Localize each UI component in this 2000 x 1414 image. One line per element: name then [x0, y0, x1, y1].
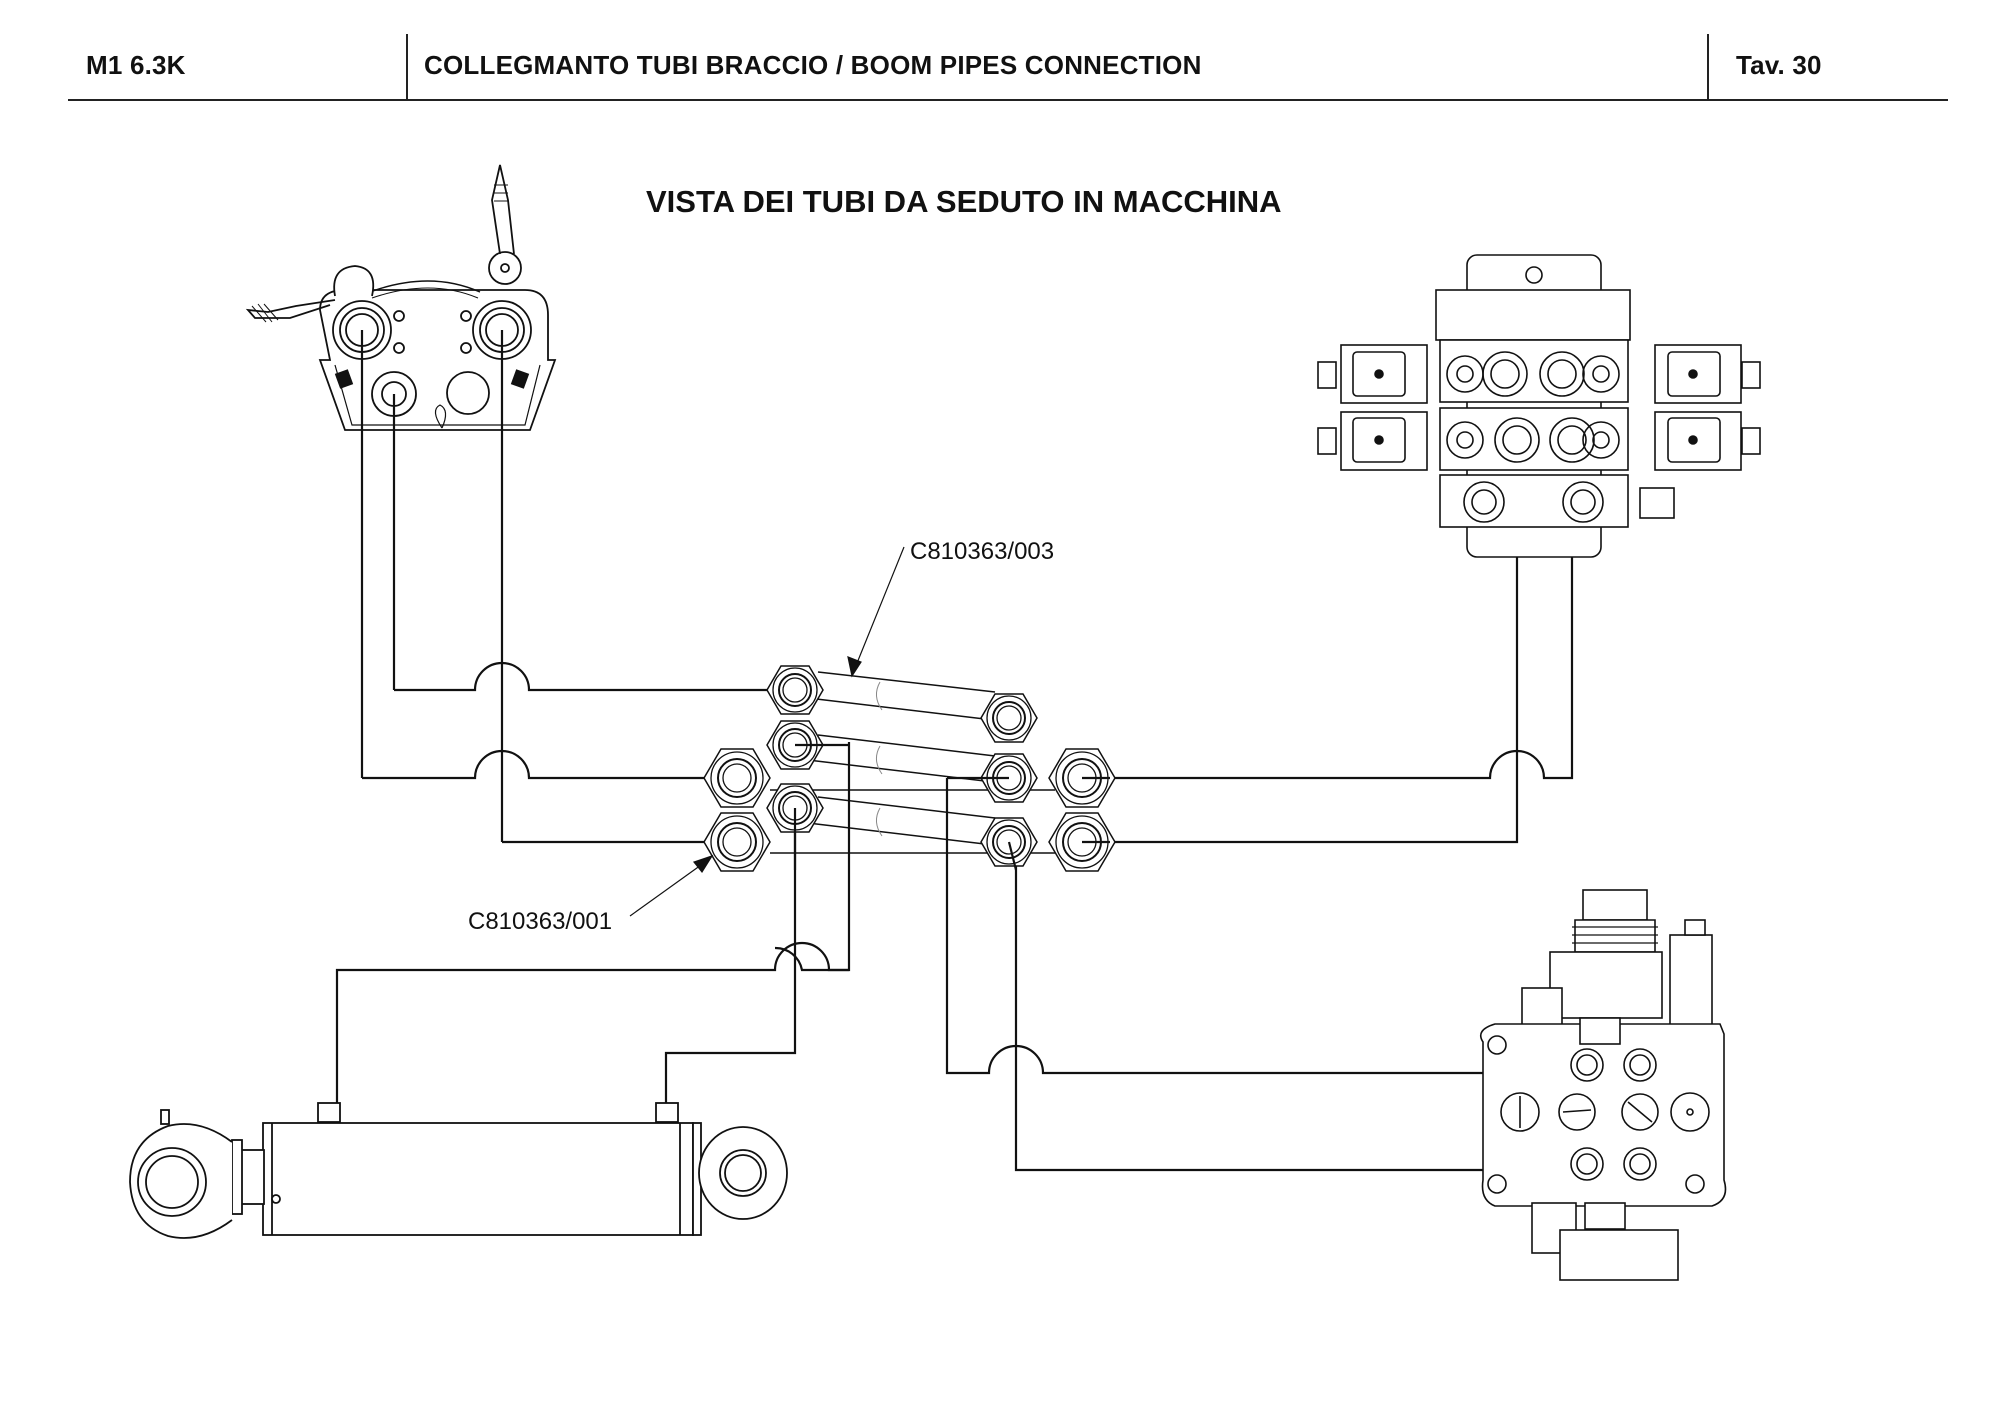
view-title: VISTA DEI TUBI DA SEDUTO IN MACCHINA [646, 184, 1282, 219]
callout-leader-001 [629, 854, 714, 917]
callout-label-003: C810363/003 [910, 538, 1055, 565]
joystick-pipe-lines [360, 330, 504, 842]
solenoid-directional-valve [1317, 254, 1761, 558]
header-underline [68, 99, 1948, 101]
callout-leader-003 [847, 546, 905, 678]
table-reference: Tav. 30 [1736, 50, 1822, 80]
header-divider-1 [406, 34, 408, 100]
fitting-upper-right [980, 693, 1038, 743]
header-divider-2 [1707, 34, 1709, 100]
callout-label-001: C810363/001 [468, 908, 613, 935]
fitting-left-bottom [703, 812, 771, 872]
pipe-c810363-003 [807, 671, 996, 721]
boom-hydraulic-cylinder [129, 1102, 788, 1239]
drawing-title: COLLEGMANTO TUBI BRACCIO / BOOM PIPES CO… [424, 50, 1202, 80]
pipe-routing [335, 458, 1574, 1172]
pipe-connector-block [703, 665, 1116, 872]
drawing-model-code: M1 6.3K [86, 50, 186, 80]
joystick-control-valve [245, 164, 557, 431]
fitting-upper-left [766, 665, 824, 715]
fitting-left-top [703, 748, 771, 808]
sectional-control-valve [1479, 889, 1727, 1281]
